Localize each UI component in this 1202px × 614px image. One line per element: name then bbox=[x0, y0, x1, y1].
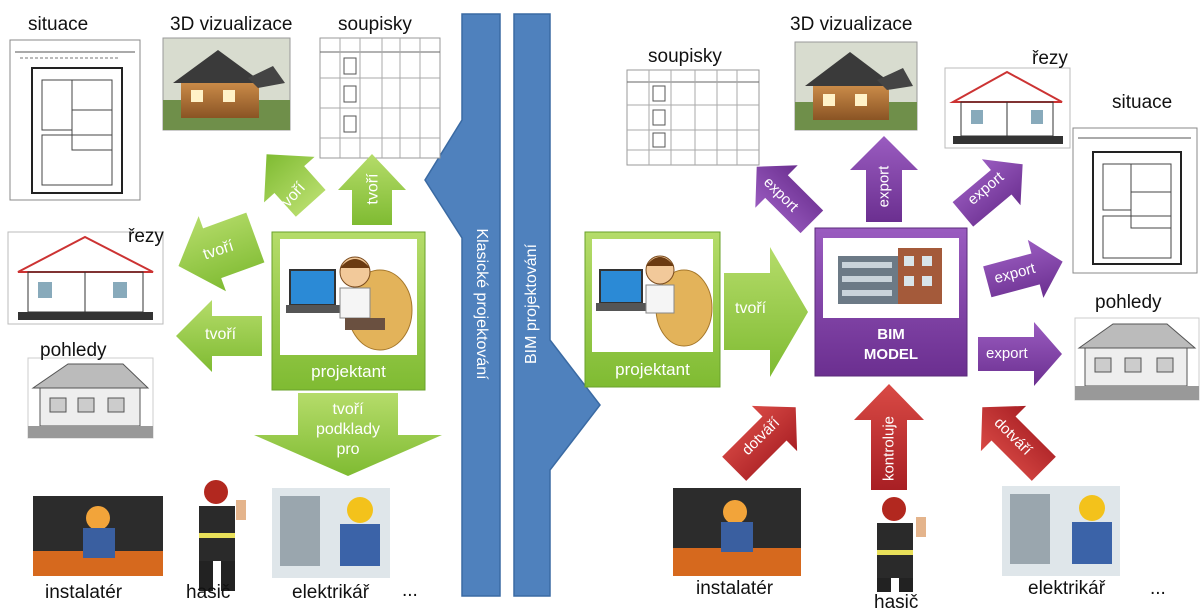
bim-label-line2: MODEL bbox=[863, 346, 919, 363]
right-visualization-label: 3D vizualizace bbox=[790, 14, 913, 35]
right-worker-plumber: instalatér bbox=[696, 578, 774, 599]
left-arrow-to-views bbox=[176, 300, 262, 372]
left-arrow-label-2: tvoří bbox=[364, 173, 382, 205]
left-arrow-to-visualization bbox=[264, 154, 326, 217]
right-sections-label: řezy bbox=[1032, 48, 1068, 69]
right-situation-plan bbox=[1072, 127, 1198, 274]
export-label-5: export bbox=[986, 345, 1028, 362]
left-sections-label: řezy bbox=[128, 226, 164, 247]
right-create-label: tvoří bbox=[735, 300, 767, 317]
left-elevation-drawing bbox=[27, 357, 154, 439]
right-lists-label: soupisky bbox=[648, 46, 722, 67]
right-situation-label: situace bbox=[1112, 92, 1173, 113]
right-worker-firefighter: hasič bbox=[874, 592, 919, 613]
bim-design-band bbox=[513, 13, 601, 597]
export-arrow-to-lists bbox=[755, 165, 824, 234]
left-views-label: pohledy bbox=[40, 340, 107, 361]
left-worker-electrician: elektrikář bbox=[292, 582, 370, 603]
bim-design-label: BIM projektování bbox=[523, 243, 540, 365]
left-arrow-down bbox=[254, 393, 442, 476]
export-arrow-to-sections bbox=[952, 159, 1023, 227]
left-electrician-photo bbox=[272, 488, 390, 578]
left-situation-plan bbox=[9, 39, 141, 201]
left-worker-more: ... bbox=[402, 580, 418, 601]
left-lists-label: soupisky bbox=[338, 14, 412, 35]
left-situation-label: situace bbox=[28, 14, 89, 35]
right-worker-electrician: elektrikář bbox=[1028, 578, 1106, 599]
right-section-drawing bbox=[944, 67, 1071, 149]
left-worker-plumber: instalatér bbox=[45, 582, 123, 603]
right-plumber-photo bbox=[673, 488, 801, 576]
red-arrow-center bbox=[854, 384, 924, 490]
red-label-center: kontroluje bbox=[880, 415, 898, 482]
export-arrow-to-visualization bbox=[850, 136, 918, 222]
right-designer-card bbox=[584, 231, 721, 388]
right-firefighter-photo bbox=[877, 497, 926, 592]
bim-model-box bbox=[814, 227, 968, 377]
bim-label-line1: BIM bbox=[877, 326, 905, 343]
left-plumber-photo bbox=[33, 496, 163, 576]
left-section-drawing bbox=[7, 231, 164, 325]
classic-design-band bbox=[424, 13, 501, 597]
right-lists-table bbox=[626, 69, 760, 166]
left-arrow-to-lists bbox=[338, 154, 406, 225]
left-arrow-label-4: tvoří bbox=[205, 326, 237, 343]
left-3d-visualization bbox=[162, 37, 291, 131]
export-arrow-to-situation bbox=[983, 239, 1063, 298]
left-lists-table bbox=[319, 37, 441, 159]
right-views-label: pohledy bbox=[1095, 292, 1162, 313]
right-electrician-photo bbox=[1002, 486, 1120, 576]
right-elevation-drawing bbox=[1074, 317, 1200, 401]
export-arrow-to-views bbox=[978, 322, 1062, 386]
right-arrow-create bbox=[724, 247, 808, 377]
red-arrow-right bbox=[980, 405, 1056, 481]
left-arrow-to-sections bbox=[178, 212, 265, 292]
left-down-arrow-label: tvoří podklady pro bbox=[315, 401, 381, 458]
left-designer-label: projektant bbox=[311, 362, 386, 381]
left-visualization-label: 3D vizualizace bbox=[170, 14, 293, 35]
red-arrow-left bbox=[722, 405, 798, 481]
left-designer-card bbox=[271, 231, 426, 391]
right-worker-more: ... bbox=[1150, 578, 1166, 599]
classic-design-label: Klasické projektování bbox=[473, 228, 490, 380]
right-3d-visualization bbox=[794, 41, 918, 131]
left-firefighter-photo bbox=[199, 480, 246, 591]
right-designer-label: projektant bbox=[615, 360, 690, 379]
left-worker-firefighter: hasič bbox=[186, 582, 231, 603]
export-label-2: export bbox=[875, 165, 893, 208]
